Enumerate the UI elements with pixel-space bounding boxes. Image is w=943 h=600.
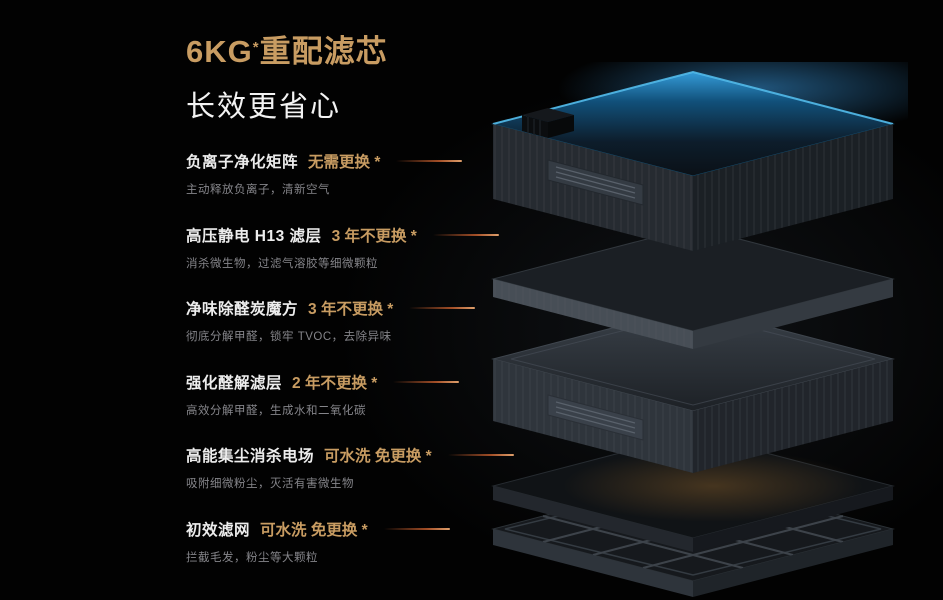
replacement-badge: 可水洗 免更换 * [260,522,368,539]
page-title: 6KG*重配滤芯 [186,26,388,71]
list-item: 高能集尘消杀电场 可水洗 免更换 * 吸附细微粉尘，灭活有害微生物 [186,444,526,491]
list-item: 净味除醛炭魔方 3 年不更换 * 彻底分解甲醛，锁牢 TVOC，去除异味 [186,297,526,344]
filter-name: 初效滤网 [186,522,251,539]
layer-ionizer-box [491,70,895,251]
replacement-badge: 可水洗 免更换 * [324,448,432,465]
filter-stack-exploded-illustration [491,62,908,597]
title-suffix: 重配滤芯 [259,34,388,69]
filter-description: 彻底分解甲醛，锁牢 TVOC，去除异味 [186,331,392,343]
asterisk-footnote: * [252,39,260,56]
replacement-badge: 无需更换 * [308,154,381,171]
filter-name: 高能集尘消杀电场 [186,448,315,465]
filter-name: 净味除醛炭魔方 [186,301,299,318]
pointer-line [447,454,514,456]
filter-description: 高效分解甲醛，生成水和二氧化碳 [186,405,366,417]
list-item: 高压静电 H13 滤层 3 年不更换 * 消杀微生物，过滤气溶胶等细微颗粒 [186,224,526,271]
item-title-row: 高能集尘消杀电场 可水洗 免更换 * [186,444,526,466]
replacement-badge: 2 年不更换 * [292,375,378,392]
filter-description: 消杀微生物，过滤气溶胶等细微颗粒 [186,258,378,270]
list-item: 初效滤网 可水洗 免更换 * 拦截毛发，粉尘等大颗粒 [186,518,526,565]
filter-description: 主动释放负离子，清新空气 [186,184,330,196]
pointer-line [383,528,450,530]
filter-description: 吸附细微粉尘，灭活有害微生物 [186,478,354,490]
pointer-line [396,160,463,162]
item-title-row: 负离子净化矩阵 无需更换 * [186,150,526,172]
page-subtitle: 长效更省心 [186,91,342,123]
filter-name: 负离子净化矩阵 [186,154,299,171]
layer-electrostatic-tray [491,433,895,552]
header: 6KG*重配滤芯 长效更省心 [186,26,388,125]
replacement-badge: 3 年不更换 * [308,301,394,318]
item-title-row: 强化醛解滤层 2 年不更换 * [186,371,526,393]
pointer-line [409,307,476,309]
title-main: 6KG [186,34,253,69]
item-title-row: 初效滤网 可水洗 免更换 * [186,518,526,540]
replacement-badge: 3 年不更换 * [331,228,417,245]
ionizer-module [522,108,574,138]
pointer-line [432,234,499,236]
item-title-row: 高压静电 H13 滤层 3 年不更换 * [186,224,526,246]
list-item: 强化醛解滤层 2 年不更换 * 高效分解甲醛，生成水和二氧化碳 [186,371,526,418]
filter-description: 拦截毛发，粉尘等大颗粒 [186,552,318,564]
filter-name: 强化醛解滤层 [186,375,283,392]
item-title-row: 净味除醛炭魔方 3 年不更换 * [186,297,526,319]
layer-carbon-box [491,306,895,473]
layer-h13-filter [491,226,895,349]
list-item: 负离子净化矩阵 无需更换 * 主动释放负离子，清新空气 [186,150,526,197]
pointer-line [393,381,460,383]
filter-name: 高压静电 H13 滤层 [186,228,322,245]
